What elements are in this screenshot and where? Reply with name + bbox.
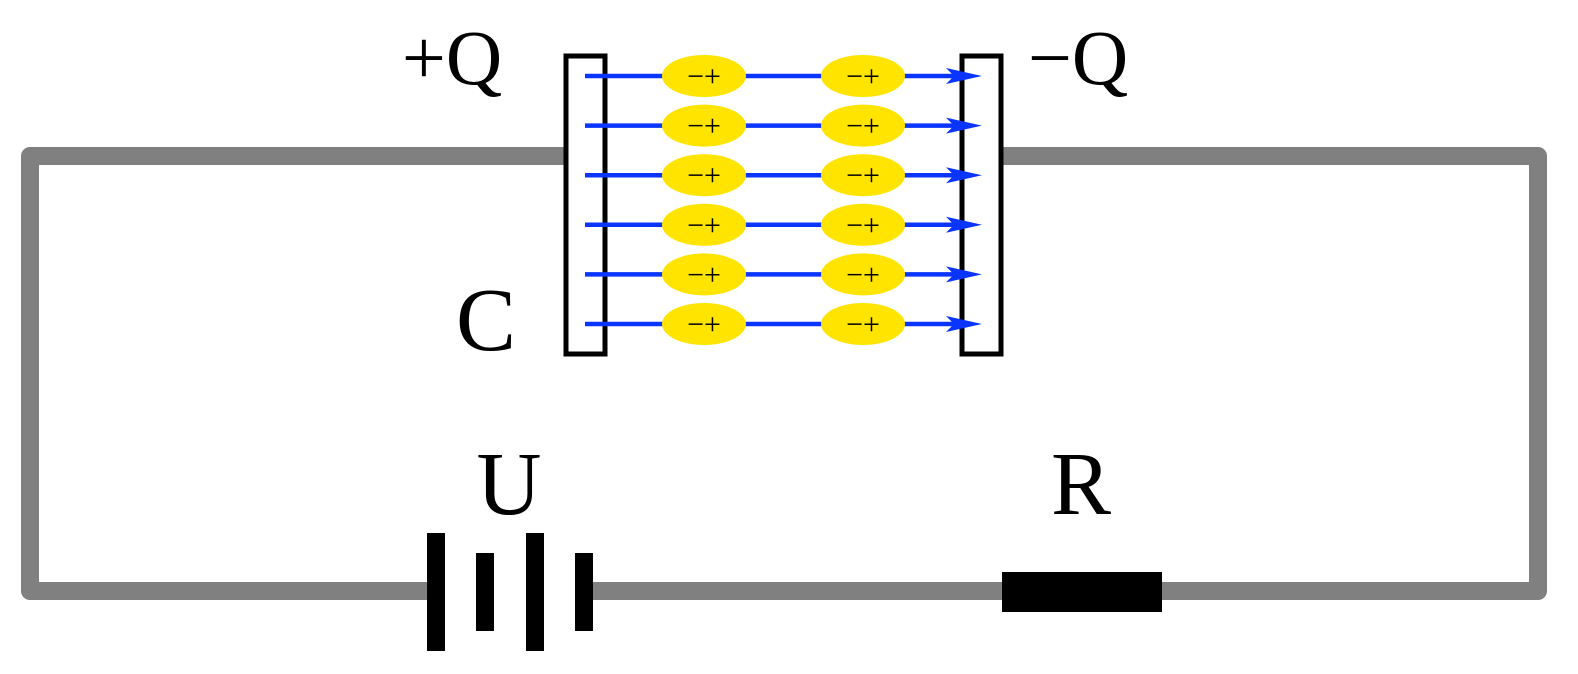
dipole-ellipse bbox=[821, 253, 905, 296]
dipole-charge-label: −+ bbox=[846, 308, 880, 341]
dipole-charge-label: −+ bbox=[687, 60, 721, 93]
arrow-head-icon bbox=[946, 167, 982, 184]
dipole: −+ bbox=[821, 154, 905, 197]
arrow-head-icon bbox=[946, 266, 982, 283]
dipole: −+ bbox=[821, 303, 905, 345]
capacitor-plate-positive bbox=[563, 53, 608, 357]
dipole: −+ bbox=[662, 154, 746, 197]
field-line: −+ −+ bbox=[585, 104, 982, 147]
field-line: −+ −+ bbox=[585, 253, 982, 296]
dipole-charge-label: −+ bbox=[846, 258, 880, 291]
dipole-ellipse bbox=[662, 203, 746, 246]
capacitor-label: C bbox=[456, 271, 516, 370]
dipole: −+ bbox=[662, 55, 746, 97]
dipole-ellipse bbox=[821, 55, 905, 97]
battery-long-plate-2 bbox=[526, 533, 544, 651]
field-line: −+ −+ bbox=[585, 55, 982, 97]
dipole-ellipse bbox=[662, 154, 746, 197]
wire-right-segment bbox=[993, 147, 1547, 600]
dipole-ellipse bbox=[662, 104, 746, 147]
dipole-charge-label: −+ bbox=[846, 60, 880, 93]
dipole-charge-label: −+ bbox=[846, 159, 880, 192]
dipole-charge-label: −+ bbox=[687, 209, 721, 242]
electric-field-lines: −+ −+ −+ −+ −+ −+ −+ −+ −+ −+ −+ −+ bbox=[585, 55, 982, 345]
dipole: −+ bbox=[662, 253, 746, 296]
capacitor-plate-negative bbox=[959, 53, 1004, 357]
field-line: −+ −+ bbox=[585, 203, 982, 246]
dipole-ellipse bbox=[821, 104, 905, 147]
source-label: U bbox=[477, 435, 542, 534]
battery-short-plate-2 bbox=[575, 553, 593, 631]
wire-left-segment bbox=[21, 147, 575, 600]
dipole: −+ bbox=[662, 303, 746, 345]
dipole-charge-label: −+ bbox=[687, 110, 721, 143]
dipole: −+ bbox=[662, 104, 746, 147]
dipole: −+ bbox=[662, 203, 746, 246]
dipole-ellipse bbox=[662, 303, 746, 345]
dipole: −+ bbox=[821, 104, 905, 147]
dipole-ellipse bbox=[821, 303, 905, 345]
dipole-ellipse bbox=[821, 154, 905, 197]
battery-long-plate-1 bbox=[427, 533, 445, 651]
battery-short-plate-1 bbox=[476, 553, 494, 631]
dipole-ellipse bbox=[662, 253, 746, 296]
arrow-head-icon bbox=[946, 216, 982, 233]
dipole: −+ bbox=[821, 203, 905, 246]
arrow-head-icon bbox=[946, 316, 982, 332]
dipole-charge-label: −+ bbox=[687, 258, 721, 291]
dipole-charge-label: −+ bbox=[846, 209, 880, 242]
resistor-label: R bbox=[1051, 435, 1111, 534]
resistor-symbol bbox=[1002, 572, 1162, 612]
plus-q-label: +Q bbox=[402, 14, 502, 101]
dipole-ellipse bbox=[662, 55, 746, 97]
dipole-ellipse bbox=[821, 203, 905, 246]
minus-q-label: −Q bbox=[1028, 14, 1128, 101]
dipole-charge-label: −+ bbox=[687, 308, 721, 341]
arrow-head-icon bbox=[946, 68, 982, 84]
arrow-head-icon bbox=[946, 117, 982, 134]
field-line: −+ −+ bbox=[585, 154, 982, 197]
field-line: −+ −+ bbox=[585, 303, 982, 345]
battery-symbol bbox=[427, 533, 593, 651]
dipole: −+ bbox=[821, 55, 905, 97]
dipole-charge-label: −+ bbox=[846, 110, 880, 143]
circuit-wire bbox=[21, 147, 1547, 600]
dipole-charge-label: −+ bbox=[687, 159, 721, 192]
dipole: −+ bbox=[821, 253, 905, 296]
